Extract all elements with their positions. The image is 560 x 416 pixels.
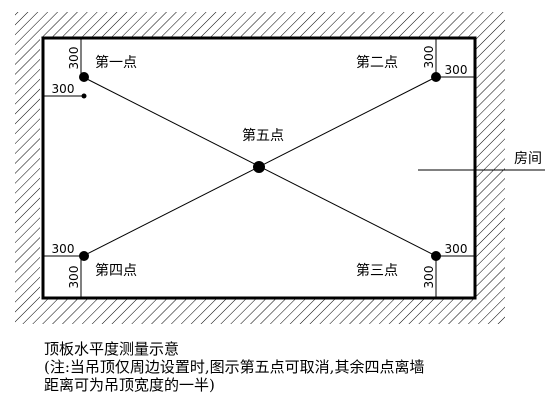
dimension-label-bottom-right-vertical: 300 [422,266,436,289]
dimension-label-top-right-vertical: 300 [422,46,436,69]
room-label: 房间 [514,151,542,167]
point-2-marker [431,72,441,82]
room-outline [41,36,477,300]
dimension-label-top-left-horizontal: 300 [52,82,75,96]
small-dot-marker [81,93,87,99]
caption-note-line-1: (注:当吊顶仅周边设置时,图示第五点可取消,其余四点离墙 [44,358,425,376]
point-5-marker [253,161,265,173]
dimension-label-top-right-horizontal: 300 [445,63,468,77]
dimension-label-bottom-right-horizontal: 300 [445,242,468,256]
dimension-label-top-left-vertical: 300 [67,47,81,70]
point-4-label: 第四点 [95,262,137,279]
point-1-label: 第一点 [95,54,137,71]
dimension-marks [43,38,475,298]
point-4-marker [79,251,89,261]
point-2-label: 第二点 [356,54,398,71]
measurement-points [79,72,441,261]
caption-title: 顶板水平度测量示意 [44,340,180,358]
point-1-marker [79,72,89,82]
caption-note-line-2: 距离可为吊顶宽度的一半) [44,376,215,394]
point-3-marker [431,251,441,261]
point-3-label: 第三点 [356,262,398,279]
point-5-label: 第五点 [242,127,284,144]
dimension-label-bottom-left-vertical: 300 [67,266,81,289]
dimension-label-bottom-left-horizontal: 300 [52,242,75,256]
